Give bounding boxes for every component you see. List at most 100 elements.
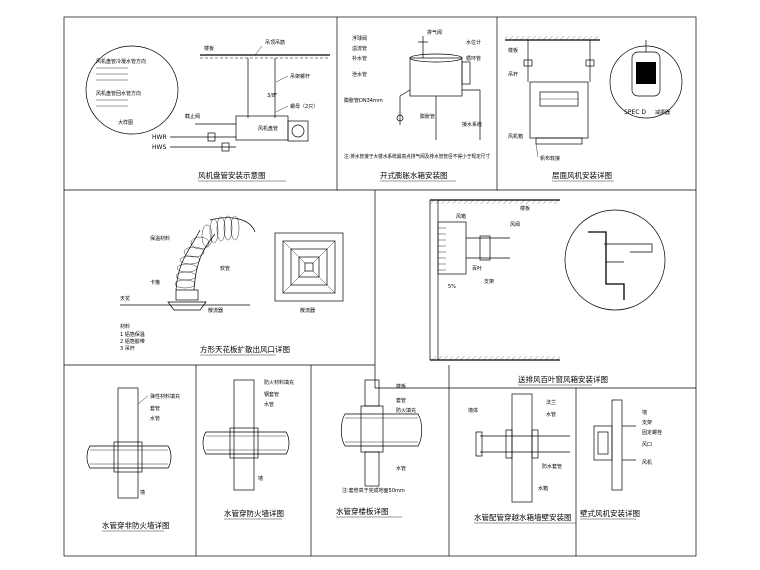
label-rod-size: 3/8" xyxy=(267,93,277,99)
wall-a xyxy=(117,387,139,499)
label-fan: 风机 xyxy=(642,459,652,466)
title-expansion-tank: 开式膨胀水箱安装图 xyxy=(380,170,448,180)
label-pipe-dn: 膨胀管DN34mm xyxy=(344,97,383,104)
label-unit-box: 风机箱 xyxy=(508,133,523,140)
label-vib: 减振器 xyxy=(655,109,670,116)
tank-body xyxy=(409,57,463,97)
label-circulation: 循环管 xyxy=(466,55,481,62)
label-wall-a: 墙 xyxy=(140,489,145,496)
label-sleeve-f: 套管 xyxy=(396,397,406,404)
label-damper: 风阀 xyxy=(510,221,520,228)
label-plenum: 风箱 xyxy=(456,213,466,220)
label-bracket: 支架 xyxy=(484,278,494,285)
panel-dividers xyxy=(64,17,696,556)
label-slope: 5% xyxy=(448,284,456,290)
label-floor: 楼板 xyxy=(396,383,406,390)
wall-b xyxy=(233,379,255,491)
label-water: 水管 xyxy=(396,465,406,472)
label-fill-f: 防火填充 xyxy=(396,407,416,414)
title-wall-mount: 水管配管穿越水箱墙壁安装图 xyxy=(474,512,572,522)
tank-note: 注:排水管接于大楼水系统最高点排气阀及排水管管径不得小于规定尺寸 xyxy=(344,153,490,160)
label-fill-a: 弹性材料填充 xyxy=(150,393,180,400)
label-diffuser: 散流器 xyxy=(208,307,223,314)
label-flange: 法兰 xyxy=(546,399,556,406)
label-plan: 散流器 xyxy=(300,307,315,314)
title-fan-coil: 风机盘管安装示意图 xyxy=(198,170,266,180)
panel-square-diffuser: 保温材料 软管 卡箍 天花 散流器 材料 1 铝箔保温 2 铝箔胶带 3 吊杆 … xyxy=(120,215,344,356)
label-pipe-b: 水管 xyxy=(264,401,274,408)
label-pipe-a: 水管 xyxy=(150,415,160,422)
legend-bubble xyxy=(85,45,179,135)
label-hanger-rod: 吊架螺杆 xyxy=(290,73,310,80)
label-drain: 泄水管 xyxy=(352,71,367,78)
label-slab: 楼板 xyxy=(508,47,518,54)
label-louver-wf: 风口 xyxy=(642,442,652,448)
title-firewall-b: 水管穿防火墙详图 xyxy=(224,508,284,518)
label-float: 浮球阀 xyxy=(352,35,367,42)
label-bolt: 螺母（2只） xyxy=(290,103,318,110)
label-overflow: 溢流管 xyxy=(352,45,367,52)
label-fix: 固定螺栓 xyxy=(642,429,662,436)
legend-line-2: 风机盘管回水管方向 xyxy=(96,90,141,97)
floor-note: 注:套管高于完成地面50mm xyxy=(342,487,405,494)
label-flex-duct: 软管 xyxy=(220,265,230,272)
label-fill-b: 防火材料填充 xyxy=(264,379,294,386)
label-valve: 截止阀 xyxy=(185,113,200,120)
label-pipe-wm: 水管 xyxy=(546,411,556,418)
label-vent: 排气阀 xyxy=(427,29,442,36)
label-flex: 帆布软接 xyxy=(540,155,560,162)
flex-duct xyxy=(174,215,256,291)
label-sleeve-a: 套管 xyxy=(150,405,160,412)
label-level: 水位计 xyxy=(466,39,481,46)
title-firewall-a: 水管穿非防火墙详图 xyxy=(102,520,170,530)
label-sleeve-wm: 防水套管 xyxy=(542,463,562,470)
label-rod: 吊杆 xyxy=(508,71,518,78)
legend-line-1: 风机盘管冷凝水管方向 xyxy=(96,58,146,65)
label-wall-tank: 墙体 xyxy=(468,407,478,414)
label-unit: 风机盘管 xyxy=(258,125,278,132)
title-wall-fan: 壁式风机安装详图 xyxy=(580,508,640,518)
title-floor-sleeve: 水管穿楼板详图 xyxy=(336,506,389,516)
sheet-border xyxy=(63,16,697,557)
panel-wall-fan: 墙 支架 固定螺栓 风口 风机 壁式风机安装详图 xyxy=(580,399,662,520)
label-clamp: 卡箍 xyxy=(150,279,160,286)
panel-wall-mount: 墙体 法兰 水管 防水套管 水箱 水管配管穿越水箱墙壁安装图 xyxy=(468,393,576,524)
panel-louver: 楼板 风箱 风阀 百叶 支架 5% 送排风百叶窗风箱安装详图 xyxy=(429,199,666,386)
label-bracket-wf: 支架 xyxy=(642,419,652,426)
panel-expansion-tank: 排气阀 浮球阀 溢流管 补水管 泄水管 水位计 循环管 膨胀管DN34mm 膨胀… xyxy=(344,29,490,182)
legend-item-2: 2 铝箔胶带 xyxy=(120,338,145,345)
panel-floor-sleeve: 楼板 套管 防火填充 水管 注:套管高于完成地面50mm 水管穿楼板详图 xyxy=(336,379,423,518)
legend-item-1: 1 铝箔保温 xyxy=(120,331,145,338)
fan-box xyxy=(529,81,589,139)
wall-tank xyxy=(511,393,533,503)
title-diffuser-box: 层面风机安装详图 xyxy=(552,170,612,180)
title-square-diffuser: 方形天花板扩散出风口详图 xyxy=(200,344,290,354)
legend-enlarge: 大样图 xyxy=(118,119,133,126)
wall-fan-unit xyxy=(593,425,613,461)
label-tank: 水箱 xyxy=(538,485,548,492)
diffuser-plan xyxy=(274,232,344,302)
legend-title: 材料 xyxy=(120,323,130,330)
label-hanger: 吊顶吊筋 xyxy=(265,39,285,46)
panel-firewall-b: 防火材料填充 钢套管 水管 墙 水管穿防火墙详图 xyxy=(202,379,294,520)
label-hws: HWS xyxy=(152,144,166,151)
label-expansion: 膨胀管 xyxy=(420,113,435,120)
title-louver: 送排风百叶窗风箱安装详图 xyxy=(518,374,608,384)
label-wall-b: 墙 xyxy=(258,475,263,482)
legend-item-3: 3 吊杆 xyxy=(120,345,135,352)
label-ceiling: 楼板 xyxy=(204,45,214,52)
label-sleeve-b: 钢套管 xyxy=(264,391,279,398)
label-louver-l: 百叶 xyxy=(472,265,482,272)
label-hwr: HWR xyxy=(152,134,167,141)
label-check: 接水系统 xyxy=(462,121,482,128)
panel-fan-coil: 风机盘管冷凝水管方向 风机盘管回水管方向 大样图 楼板 吊顶吊筋 吊架螺杆 3/… xyxy=(85,39,330,182)
label-ceiling-sq: 天花 xyxy=(120,295,130,302)
panel-diffuser-box: 楼板 吊杆 帆布软接 风机箱 SPEC D 减振器 层面风机安装详图 xyxy=(505,36,683,182)
label-spec: SPEC D xyxy=(624,109,646,116)
panel-firewall-a: 弹性材料填充 套管 水管 墙 水管穿非防火墙详图 xyxy=(86,387,180,532)
label-insulation: 保温材料 xyxy=(150,235,170,242)
label-wall-wf: 墙 xyxy=(642,409,647,416)
label-inlet: 补水管 xyxy=(352,55,367,62)
label-slab-louver: 楼板 xyxy=(520,205,530,212)
